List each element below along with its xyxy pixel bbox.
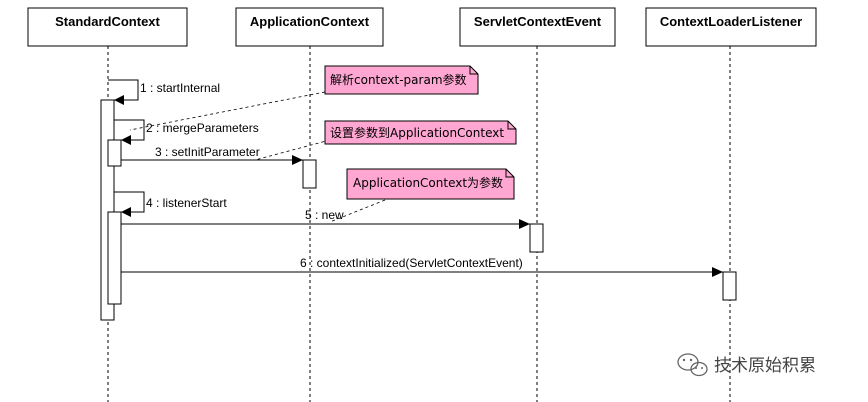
message-label: 2 : mergeParameters (146, 121, 259, 135)
participant-application-context: ApplicationContext (235, 7, 384, 47)
note-connector (254, 139, 331, 161)
activation-merge-parameters (107, 139, 122, 167)
note-1: 解析context-param参数 (324, 65, 479, 95)
activation-servlet-context-event (529, 223, 544, 253)
message-label: 5 : new (305, 208, 344, 222)
participant-name: StandardContext (55, 14, 160, 29)
message-label: 6 : contextInitialized(ServletContextEve… (300, 256, 523, 270)
participant-name: ContextLoaderListener (660, 14, 802, 29)
participant-servlet-context-event: ServletContextEvent (459, 7, 616, 47)
watermark-text: 技术原始积累 (714, 356, 816, 376)
message-1: 1 : startInternal (108, 79, 220, 105)
message-3: 3 : setInitParameter (121, 145, 303, 165)
note-text: 设置参数到ApplicationContext (330, 125, 504, 140)
participant-standard-context: StandardContext (27, 7, 188, 47)
note-connector (329, 199, 386, 223)
message-label: 1 : startInternal (140, 81, 220, 95)
watermark: 技术原始积累 (677, 353, 816, 377)
message-label: 4 : listenerStart (146, 196, 227, 210)
message-6: 6 : contextInitialized(ServletContextEve… (121, 256, 723, 277)
participant-context-loader-listener: ContextLoaderListener (645, 7, 817, 47)
activation-bars (100, 99, 737, 321)
message-label: 3 : setInitParameter (155, 145, 260, 159)
activation-context-loader-listener (722, 271, 737, 301)
message-5: 5 : new (121, 208, 530, 229)
note-text: ApplicationContext为参数 (353, 175, 503, 190)
activation-listener-start (107, 211, 122, 305)
lifelines (107, 46, 731, 402)
wechat-icon (677, 353, 708, 377)
participant-name: ServletContextEvent (474, 14, 602, 29)
message-2: 2 : mergeParameters (114, 119, 259, 145)
message-4: 4 : listenerStart (114, 191, 227, 217)
participant-name: ApplicationContext (250, 14, 370, 29)
note-connectors (129, 91, 386, 223)
note-3: ApplicationContext为参数 (346, 168, 515, 200)
note-text: 解析context-param参数 (330, 72, 467, 87)
activation-application-context (302, 159, 317, 189)
note-2: 设置参数到ApplicationContext (324, 120, 517, 145)
